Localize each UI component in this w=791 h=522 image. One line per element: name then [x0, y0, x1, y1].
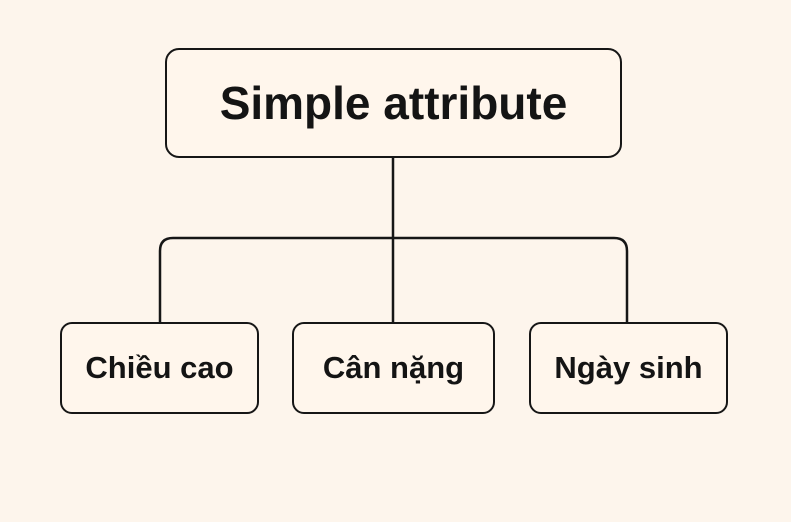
child-node-label: Cân nặng — [322, 350, 465, 385]
root-node: Simple attribute — [165, 48, 622, 158]
child-node-ngay-sinh: Ngày sinh — [529, 322, 728, 414]
root-node-label: Simple attribute — [219, 77, 568, 129]
child-node-label: Ngày sinh — [554, 350, 703, 385]
child-node-can-nang: Cân nặng — [292, 322, 495, 414]
branch-bar — [158, 236, 629, 322]
child-node-label: Chiều cao — [85, 350, 234, 385]
child-node-chieu-cao: Chiều cao — [60, 322, 259, 414]
